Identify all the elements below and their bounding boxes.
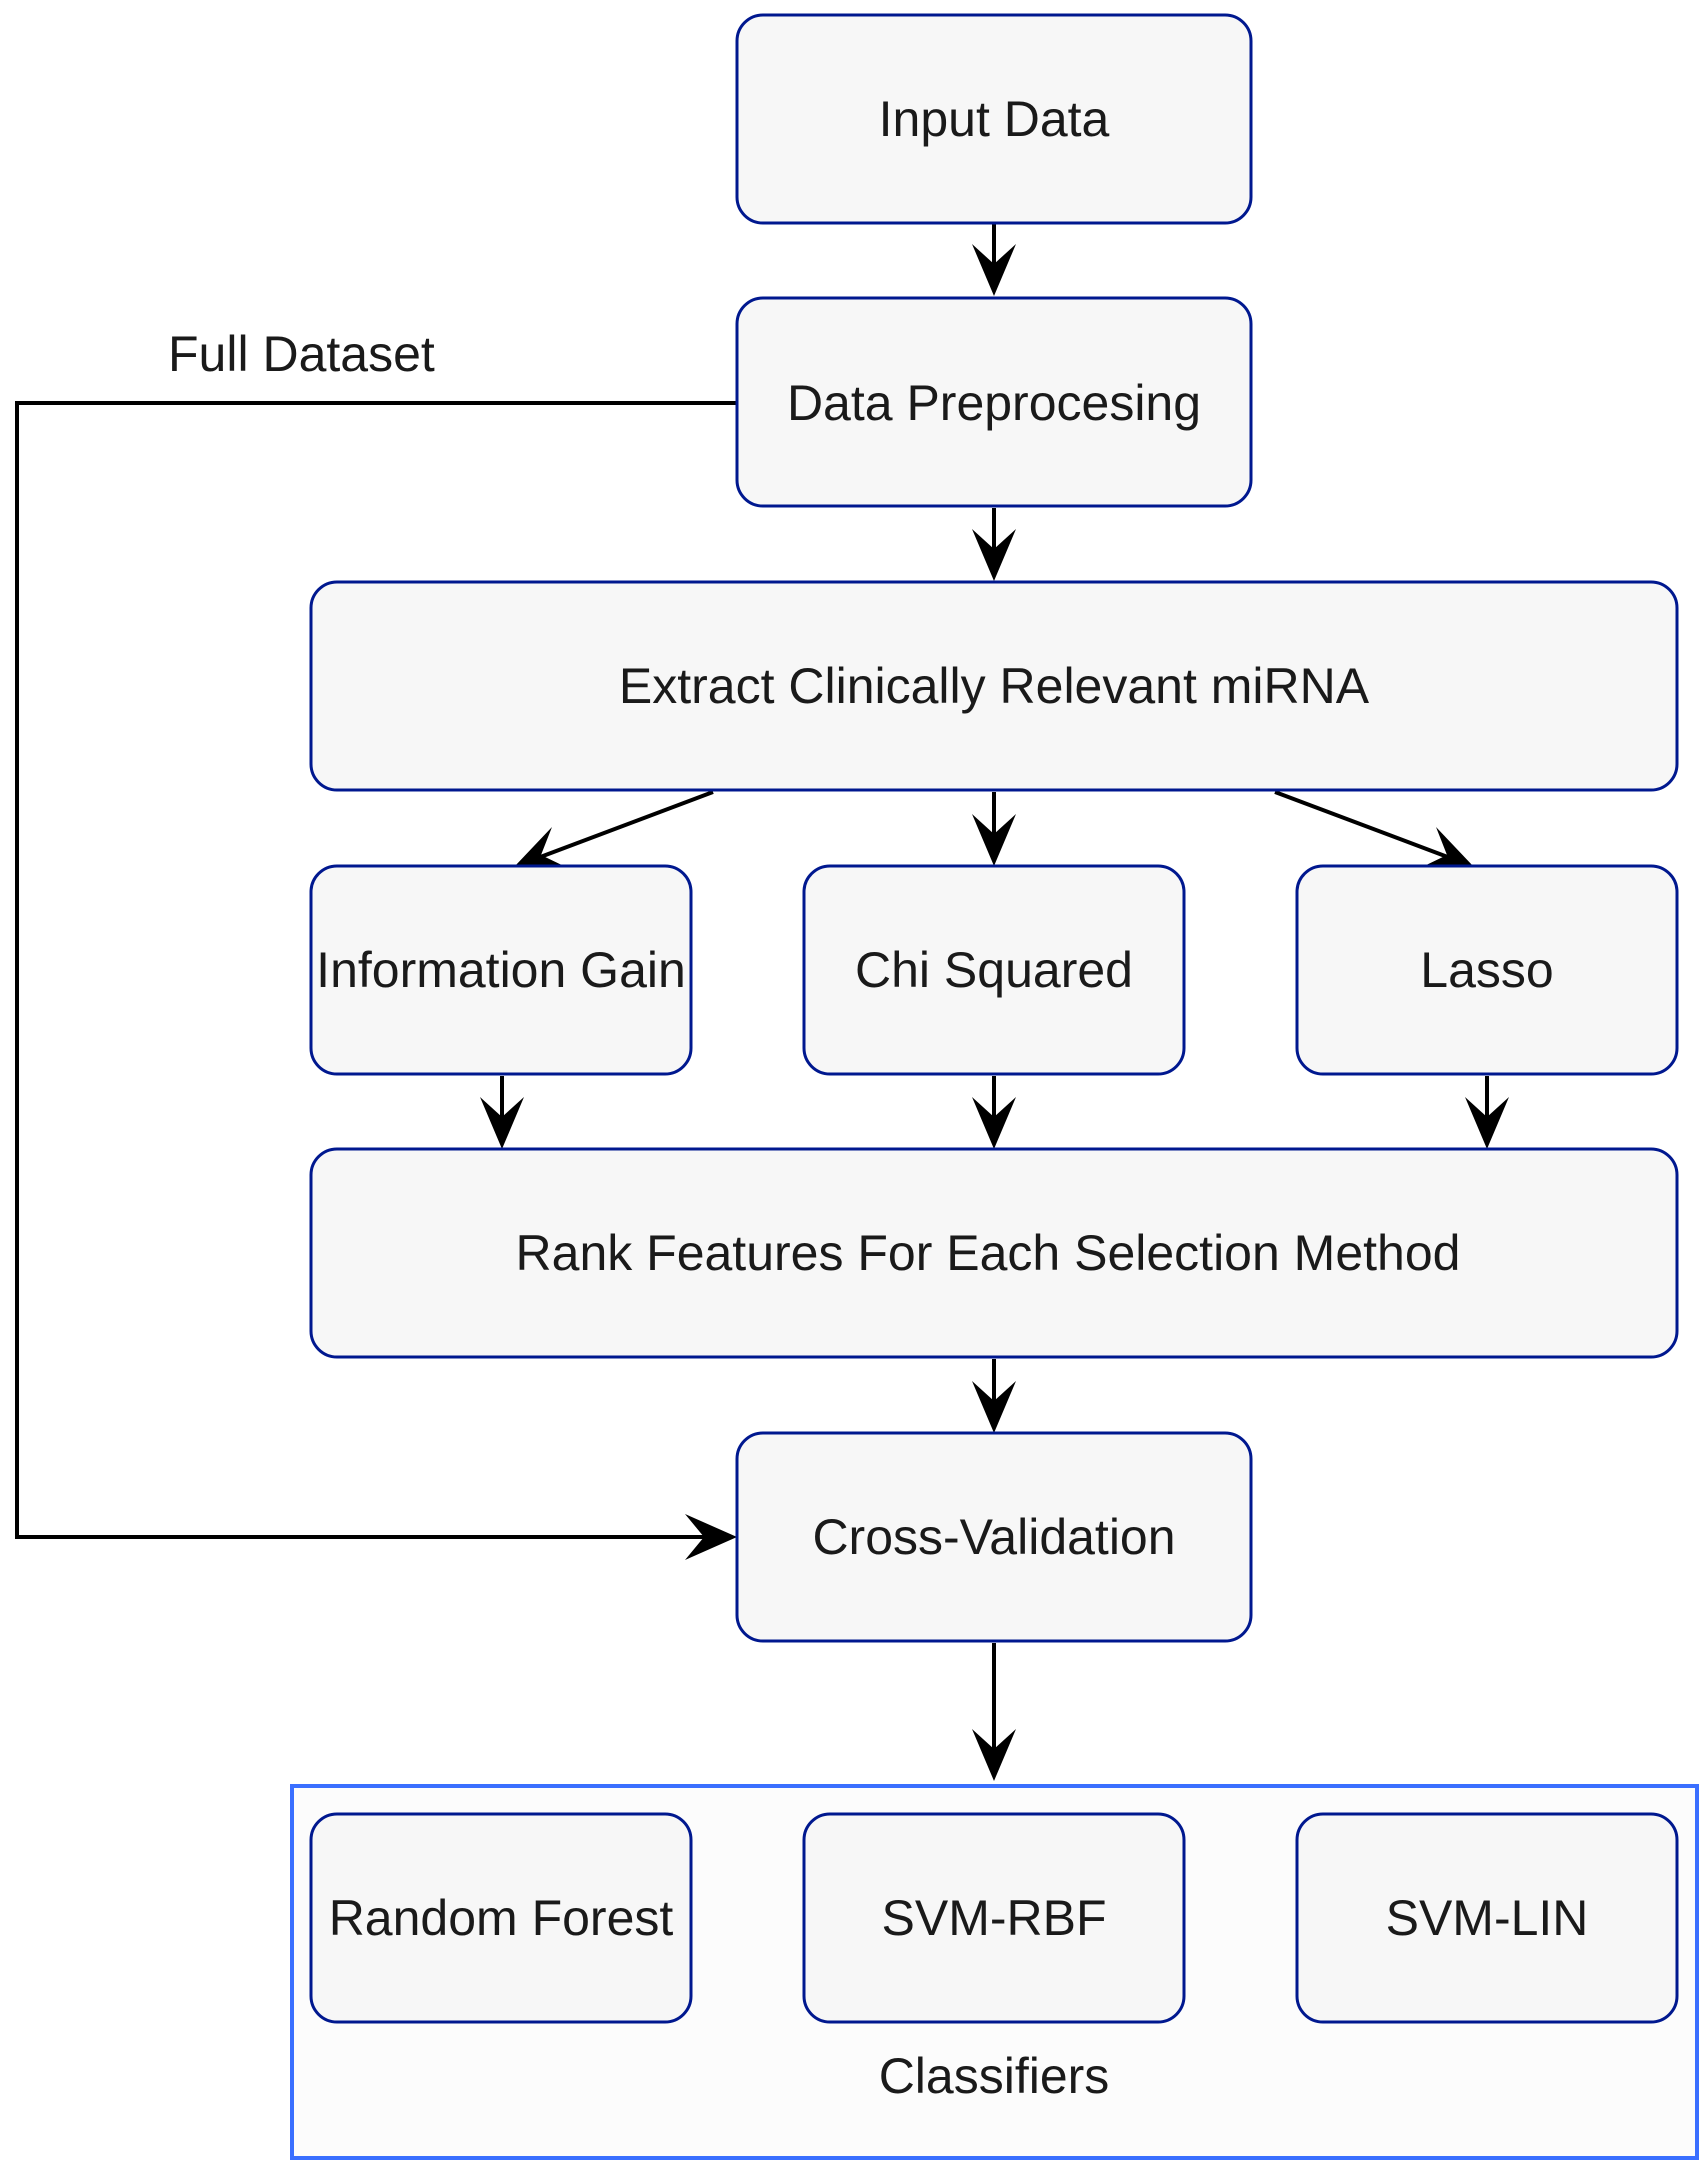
node-lasso-label: Lasso (1420, 942, 1553, 998)
arrowhead-extract (972, 529, 1016, 581)
node-svm-rbf: SVM-RBF (802, 1812, 1186, 2024)
node-random-forest-label: Random Forest (329, 1890, 674, 1946)
full-dataset-label: Full Dataset (168, 326, 435, 382)
arrowhead-classifiers (972, 1729, 1016, 1781)
arrowhead-information-gain (515, 827, 568, 868)
node-extract-mirna: Extract Clinically Relevant miRNA (309, 580, 1679, 792)
node-cross-validation-label: Cross-Validation (812, 1509, 1175, 1565)
arrowhead-rank-right (1465, 1097, 1509, 1149)
node-input-data: Input Data (735, 13, 1253, 225)
edge-extract-to-lasso (1274, 790, 1454, 861)
node-input-data-label: Input Data (879, 91, 1110, 147)
node-cross-validation: Cross-Validation (735, 1431, 1253, 1643)
node-svm-lin-label: SVM-LIN (1386, 1890, 1589, 1946)
classifiers-label: Classifiers (879, 2048, 1110, 2104)
node-svm-rbf-label: SVM-RBF (882, 1890, 1107, 1946)
arrowhead-lasso (1420, 827, 1473, 868)
node-chi-squared: Chi Squared (802, 864, 1186, 1076)
node-data-preprocessing-label: Data Preprocesing (787, 375, 1201, 431)
node-data-preprocessing: Data Preprocesing (735, 296, 1253, 508)
node-svm-lin: SVM-LIN (1295, 1812, 1679, 2024)
edge-extract-to-information-gain (534, 790, 714, 861)
arrowhead-cross-validation-top (972, 1381, 1016, 1433)
arrowhead-cross-validation-left (685, 1514, 737, 1560)
node-random-forest: Random Forest (309, 1812, 693, 2024)
node-rank-features-label: Rank Features For Each Selection Method (516, 1225, 1461, 1281)
node-information-gain: Information Gain (309, 864, 693, 1076)
node-information-gain-label: Information Gain (316, 942, 686, 998)
node-lasso: Lasso (1295, 864, 1679, 1076)
node-rank-features: Rank Features For Each Selection Method (309, 1147, 1679, 1359)
edge-full-dataset-bypass (15, 401, 736, 1539)
edges: Full Dataset (15, 223, 1509, 1781)
arrowhead-chi-squared (972, 814, 1016, 866)
node-chi-squared-label: Chi Squared (855, 942, 1133, 998)
node-extract-mirna-label: Extract Clinically Relevant miRNA (619, 658, 1370, 714)
arrowhead-rank-left (480, 1097, 524, 1149)
arrowhead-rank-center (972, 1097, 1016, 1149)
arrowhead-preprocessing (972, 244, 1016, 296)
